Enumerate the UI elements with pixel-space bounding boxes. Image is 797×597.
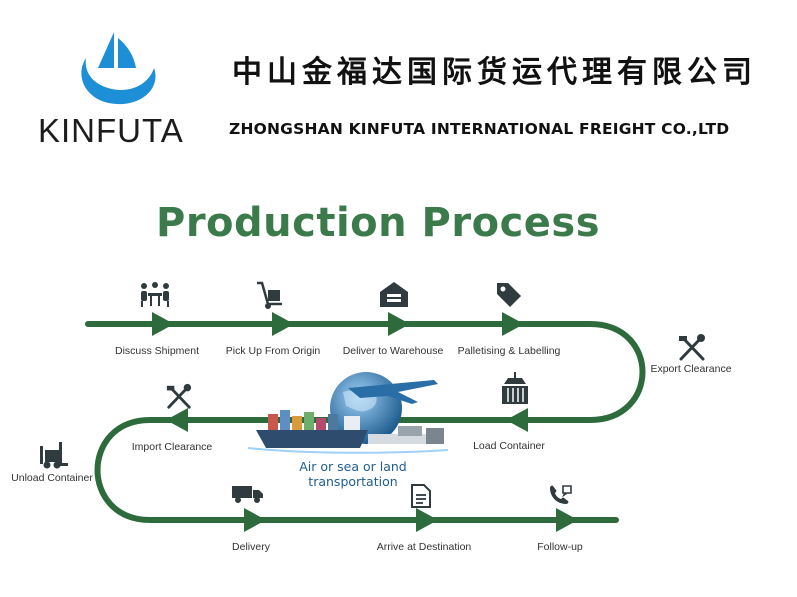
step-label-unload-container: Unload Container bbox=[11, 472, 93, 484]
company-name-en: ZHONGSHAN KINFUTA INTERNATIONAL FREIGHT … bbox=[229, 120, 730, 138]
flow-arrow bbox=[244, 508, 266, 532]
step-label-discuss-shipment: Discuss Shipment bbox=[114, 345, 200, 357]
step-label-follow-up: Follow-up bbox=[537, 541, 583, 553]
document-icon bbox=[411, 484, 431, 508]
warehouse-icon bbox=[380, 282, 408, 307]
forklift-icon bbox=[40, 442, 68, 469]
step-label-delivery: Delivery bbox=[232, 541, 270, 553]
company-name-cn: 中山金福达国际货运代理有限公司 bbox=[232, 55, 757, 90]
step-label-pick-up: Pick Up From Origin bbox=[225, 345, 321, 357]
transport-caption-line1: Air or sea or land bbox=[299, 459, 407, 474]
flow-arrow bbox=[506, 408, 528, 432]
flow-arrow bbox=[388, 312, 410, 336]
transport-caption: Air or sea or land transportation bbox=[299, 459, 406, 489]
step-label-import-clearance: Import Clearance bbox=[131, 441, 213, 453]
crane-container-icon bbox=[502, 372, 528, 404]
step-label-arrive-destination: Arrive at Destination bbox=[376, 541, 472, 553]
company-logo-icon bbox=[81, 32, 156, 105]
flow-arrow bbox=[556, 508, 578, 532]
step-label-deliver-warehouse: Deliver to Warehouse bbox=[342, 345, 444, 357]
flow-arrow bbox=[272, 312, 294, 336]
page-title: Production Process bbox=[156, 200, 601, 246]
flow-arrow bbox=[502, 312, 524, 336]
tag-icon bbox=[497, 283, 521, 307]
flow-arrow bbox=[416, 508, 438, 532]
transport-caption-line2: transportation bbox=[308, 474, 398, 489]
logo-text: KINFUTA bbox=[38, 112, 184, 149]
step-label-palletising: Palletising & Labelling bbox=[457, 345, 561, 357]
globe-plane-ship-icon bbox=[248, 372, 448, 454]
tools-icon bbox=[679, 334, 705, 361]
flow-arrow bbox=[166, 408, 188, 432]
hand-truck-icon bbox=[257, 281, 282, 309]
tools-icon bbox=[166, 383, 192, 409]
step-label-export-clearance: Export Clearance bbox=[650, 363, 732, 375]
flow-arrow bbox=[152, 312, 174, 336]
meeting-icon bbox=[141, 282, 169, 307]
phone-icon bbox=[550, 485, 572, 504]
step-label-load-container: Load Container bbox=[473, 440, 545, 452]
truck-icon bbox=[232, 486, 263, 503]
